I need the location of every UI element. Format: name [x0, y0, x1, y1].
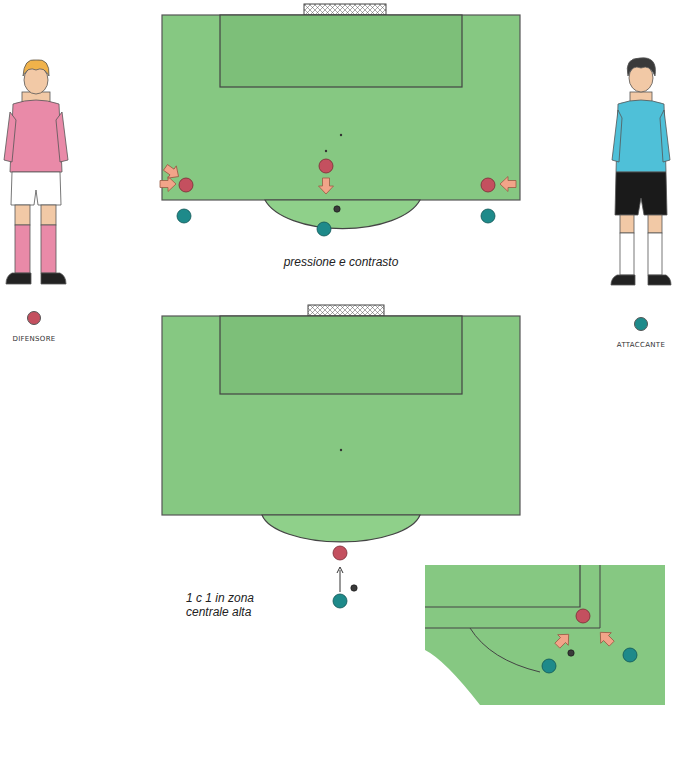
attacker-figure: [611, 58, 671, 285]
caption-label: pressione e contrasto: [241, 256, 441, 270]
players-pressure: [160, 150, 516, 236]
legend-entry: DIFENSORE: [12, 310, 55, 343]
corner-field: [425, 565, 665, 705]
legend-swatch: [27, 311, 41, 325]
caption-label: 1 c 1 in zona centrale alta: [186, 592, 286, 620]
middle-field: [162, 305, 520, 542]
legend-text: DIFENSORE: [12, 335, 55, 343]
legend-text: ATTACCANTE: [617, 341, 665, 349]
top-field: [162, 4, 520, 229]
players-1v1: [333, 546, 357, 608]
defender-figure: [4, 60, 68, 284]
legend-entry: ATTACCANTE: [617, 316, 665, 349]
legend-swatch: [634, 317, 648, 331]
